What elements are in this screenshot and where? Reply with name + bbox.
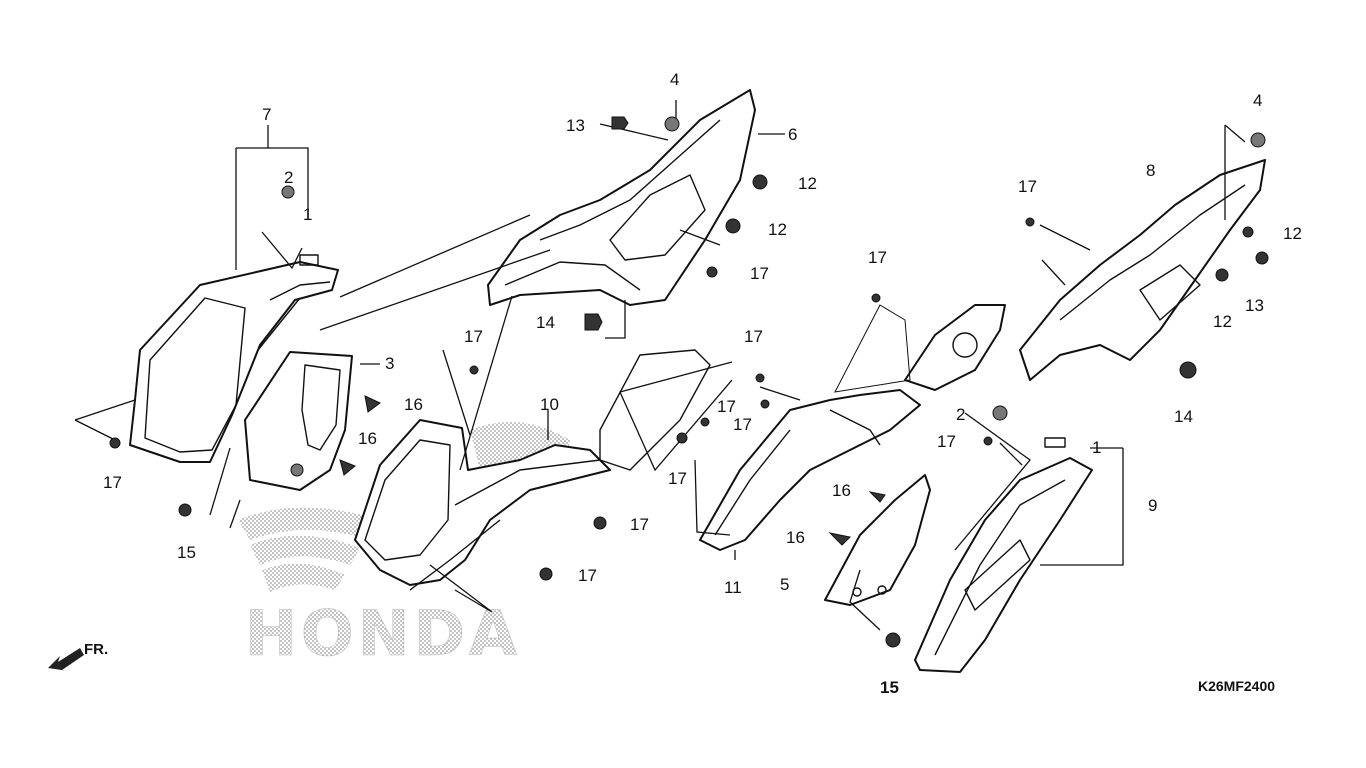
callout-17: 17 — [744, 327, 763, 346]
callout-4: 4 — [1253, 91, 1262, 110]
callout-17: 17 — [578, 566, 597, 585]
callout-12: 12 — [1283, 224, 1302, 243]
callout-7: 7 — [262, 105, 271, 124]
callout-17: 17 — [103, 473, 122, 492]
callout-2: 2 — [956, 405, 965, 424]
front-arrow: FR. — [48, 641, 108, 671]
callout-12: 12 — [768, 220, 787, 239]
callout-3: 3 — [385, 354, 394, 373]
callout-17: 17 — [1018, 177, 1037, 196]
callout-9: 9 — [1148, 496, 1157, 515]
callout-11: 11 — [724, 578, 742, 597]
watermark-text: HONDA — [245, 597, 521, 670]
callout-15: 15 — [880, 678, 899, 697]
callout-14: 14 — [1174, 407, 1193, 426]
callout-1: 1 — [303, 205, 312, 224]
callout-12: 12 — [1213, 312, 1232, 331]
callout-16: 16 — [832, 481, 851, 500]
callout-16: 16 — [358, 429, 377, 448]
callout-1: 1 — [1092, 438, 1101, 457]
part-6-upper-cover — [487, 89, 756, 306]
callout-17: 17 — [717, 397, 736, 416]
part-9-lower-cover — [914, 437, 1093, 673]
callout-14: 14 — [536, 313, 555, 332]
part-11-middle-rail — [699, 304, 1006, 551]
diagram-code: K26MF2400 — [1198, 678, 1275, 694]
callout-17: 17 — [868, 248, 887, 267]
callout-16: 16 — [786, 528, 805, 547]
callout-17: 17 — [750, 264, 769, 283]
callout-15: 15 — [177, 543, 196, 562]
callout-8: 8 — [1146, 161, 1155, 180]
callout-17: 17 — [668, 469, 687, 488]
part-8-right-upper-cover — [1019, 159, 1266, 381]
callout-5: 5 — [780, 575, 789, 594]
callout-12: 12 — [798, 174, 817, 193]
callout-17: 17 — [733, 415, 752, 434]
fasteners — [109, 116, 1269, 648]
callout-17: 17 — [464, 327, 483, 346]
callout-17: 17 — [630, 515, 649, 534]
callout-13: 13 — [1245, 296, 1264, 315]
leader-lines — [74, 100, 1246, 631]
part-10-center-body — [354, 349, 711, 591]
callout-4: 4 — [670, 70, 679, 89]
honda-watermark: HONDA — [238, 422, 570, 670]
front-arrow-label: FR. — [84, 641, 108, 658]
callout-13: 13 — [566, 116, 585, 135]
callout-10: 10 — [540, 395, 559, 414]
callout-labels: 7 2 1 4 13 6 12 12 17 14 3 16 16 17 17 1… — [103, 70, 1302, 697]
callout-6: 6 — [788, 125, 797, 144]
part-3-inner-panel — [244, 351, 353, 491]
callout-17: 17 — [937, 432, 956, 451]
callout-2: 2 — [284, 168, 293, 187]
callout-16: 16 — [404, 395, 423, 414]
part-7-inner-cover — [129, 254, 339, 463]
